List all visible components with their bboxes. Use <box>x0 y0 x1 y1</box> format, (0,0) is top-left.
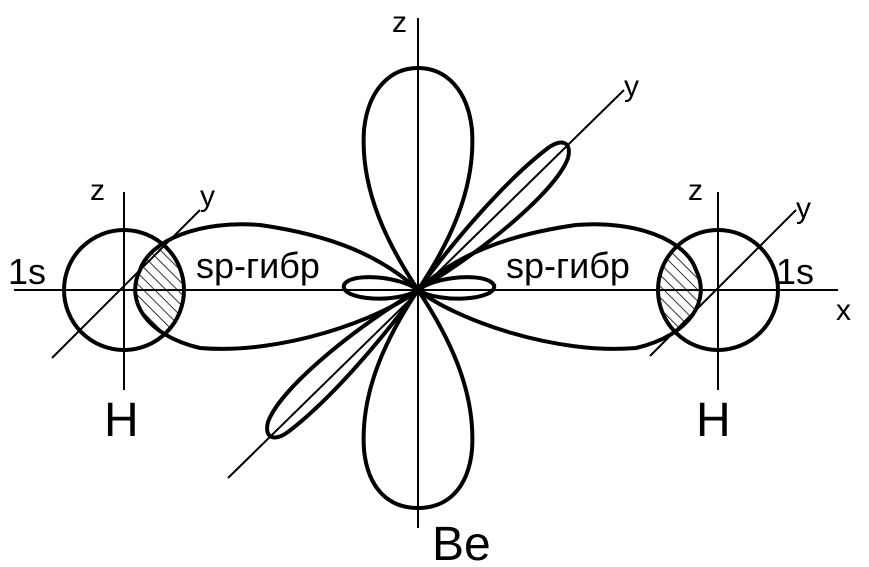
right-h-orbital-label: 1s <box>776 251 814 292</box>
right-h-1s-orbital <box>656 228 780 352</box>
sp-small-lobe-right <box>416 275 496 301</box>
left-h-orbital-label: 1s <box>8 251 46 292</box>
left-h-atom-label: H <box>104 394 139 447</box>
sp-small-lobe-left <box>342 275 420 301</box>
left-overlap-hatch <box>135 230 184 349</box>
left-h-axis-y-label: y <box>200 180 215 213</box>
right-h-axis-z-label: z <box>688 174 703 207</box>
sp-hybrid-label-left: sp-гибр <box>196 245 320 286</box>
right-h-axis-y-label: y <box>796 192 811 225</box>
x-axis-label: x <box>836 294 851 327</box>
be-axis-z-label: z <box>392 6 407 39</box>
py-lobe-upper <box>416 140 571 292</box>
be-axis-y-label: y <box>624 70 639 103</box>
be-atom-label: Be <box>432 518 491 567</box>
left-h-axis-z-label: z <box>90 174 105 207</box>
sp-hybrid-label-right: sp-гибр <box>506 245 630 286</box>
pz-lobe-upper <box>361 66 475 292</box>
left-h-1s-orbital <box>62 228 186 352</box>
right-h-atom-label: H <box>696 394 731 447</box>
pz-lobe-lower <box>361 288 475 510</box>
sp-hybrid-lobe-right <box>416 222 703 351</box>
sp-hybrid-lobe-left <box>133 222 420 351</box>
py-lobe-lower <box>265 288 420 440</box>
